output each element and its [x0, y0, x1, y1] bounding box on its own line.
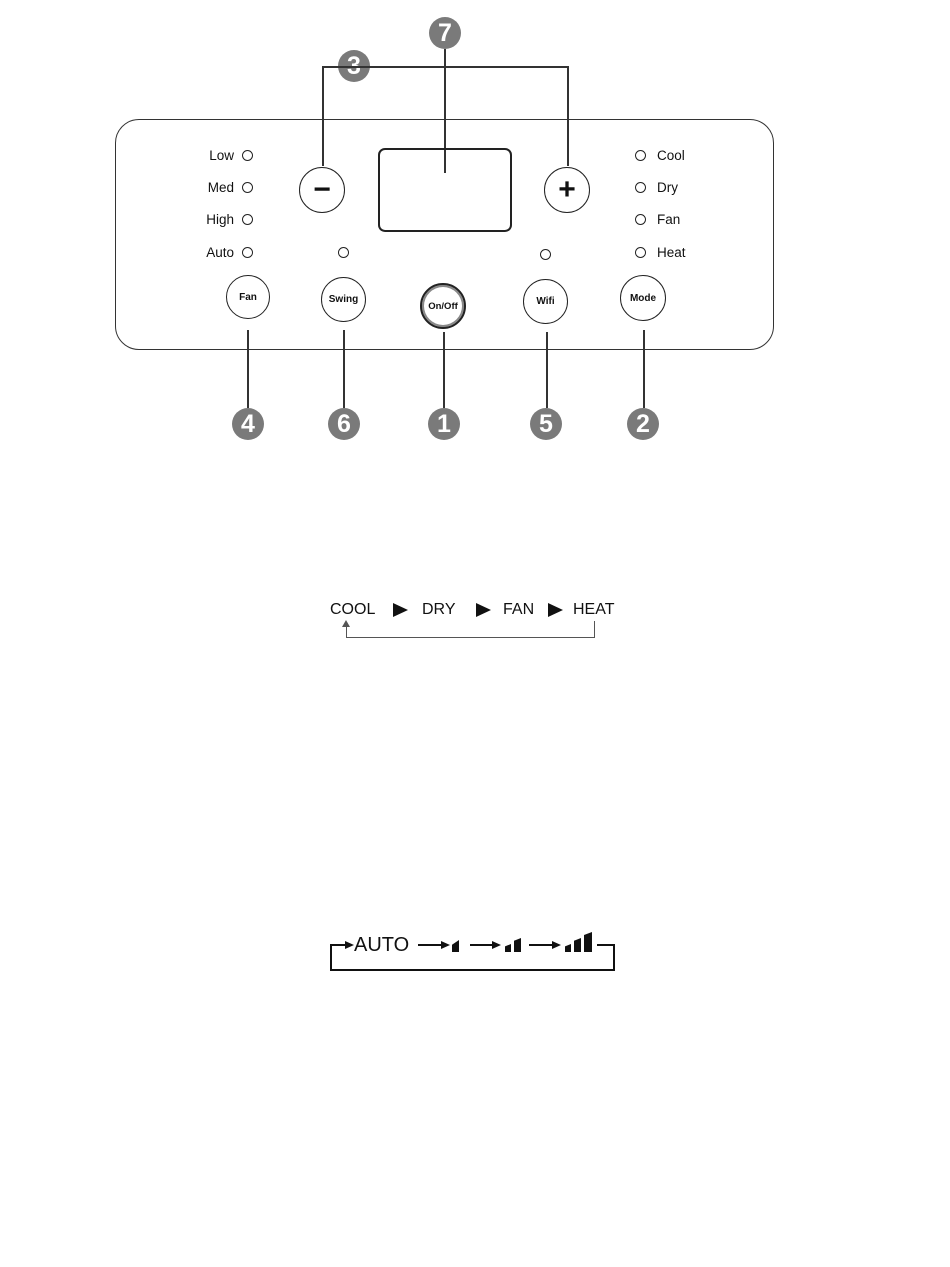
mode-loop-arrowhead — [342, 620, 350, 627]
fan-loop-line-bottom — [330, 969, 615, 971]
callout-4: 4 — [232, 408, 264, 440]
fan-seq-arrow-2 — [492, 941, 501, 949]
mode-led-dry — [635, 182, 646, 193]
swing-led — [338, 247, 349, 258]
callout-1: 1 — [428, 408, 460, 440]
fan-seq-arrow-3 — [552, 941, 561, 949]
mode-label-dry: Dry — [657, 181, 678, 195]
wifi-led — [540, 249, 551, 260]
mode-sequence-arrow-3 — [548, 603, 563, 617]
temperature-up-button[interactable]: + — [544, 167, 590, 213]
connector-line-swing — [343, 330, 345, 408]
connector-line-onoff — [443, 332, 445, 408]
fan-level-1-bar-1 — [452, 940, 459, 952]
fan-speed-label-low: Low — [180, 149, 234, 163]
onoff-button[interactable]: On/Off — [420, 283, 466, 329]
mode-sequence-fan: FAN — [503, 601, 534, 619]
mode-label-heat: Heat — [657, 246, 686, 260]
connector-line-mode — [643, 330, 645, 408]
display-window — [378, 148, 512, 232]
mode-led-heat — [635, 247, 646, 258]
fan-loop-line-right — [613, 944, 615, 970]
mode-led-fan — [635, 214, 646, 225]
mode-button[interactable]: Mode — [620, 275, 666, 321]
mode-label-fan: Fan — [657, 213, 680, 227]
mode-label-cool: Cool — [657, 149, 685, 163]
fan-loop-line-exit — [597, 944, 614, 946]
mode-sequence-arrow-1 — [393, 603, 408, 617]
fan-speed-label-auto: Auto — [180, 246, 234, 260]
fan-level-3-bar-1 — [565, 944, 571, 952]
fan-level-2-bar-2 — [514, 938, 521, 952]
mode-sequence-heat: HEAT — [573, 601, 614, 619]
fan-speed-led-high — [242, 214, 253, 225]
fan-seq-auto: AUTO — [354, 935, 409, 955]
fan-speed-led-low — [242, 150, 253, 161]
swing-button[interactable]: Swing — [321, 277, 366, 322]
fan-seq-line-1 — [418, 944, 443, 946]
fan-level-3-bar-2 — [574, 938, 581, 952]
fan-seq-arrow-0 — [345, 941, 354, 949]
mode-loop-line-bottom — [346, 637, 595, 638]
callout-5: 5 — [530, 408, 562, 440]
mode-led-cool — [635, 150, 646, 161]
callout-6: 6 — [328, 408, 360, 440]
fan-loop-line-left — [330, 944, 332, 970]
callout-7: 7 — [429, 17, 461, 49]
mode-sequence-dry: DRY — [422, 601, 456, 619]
fan-level-3-bar-3 — [584, 932, 592, 952]
callout-2: 2 — [627, 408, 659, 440]
fan-seq-arrow-1 — [441, 941, 450, 949]
mode-sequence-cool: COOL — [330, 601, 375, 619]
fan-speed-label-high: High — [180, 213, 234, 227]
mode-sequence-arrow-2 — [476, 603, 491, 617]
mode-loop-line-right — [594, 621, 595, 638]
fan-level-2-bar-1 — [505, 944, 511, 952]
fan-speed-label-med: Med — [180, 181, 234, 195]
wifi-button[interactable]: Wifi — [523, 279, 568, 324]
connector-line-temp-top — [322, 66, 568, 68]
fan-seq-line-3 — [529, 944, 554, 946]
fan-seq-line-2 — [470, 944, 494, 946]
fan-speed-led-med — [242, 182, 253, 193]
connector-line-wifi — [546, 332, 548, 408]
fan-button[interactable]: Fan — [226, 275, 270, 319]
temperature-down-button[interactable]: − — [299, 167, 345, 213]
connector-line-fan — [247, 330, 249, 408]
fan-speed-led-auto — [242, 247, 253, 258]
